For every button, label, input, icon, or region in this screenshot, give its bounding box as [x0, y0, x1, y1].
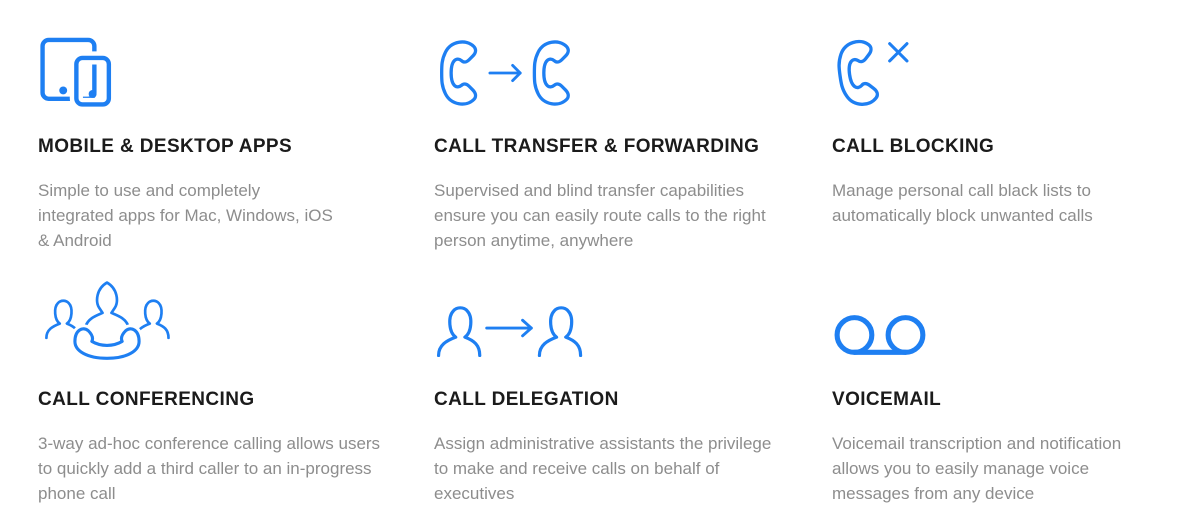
call-conferencing-icon — [38, 281, 394, 367]
feature-description: Manage personal call black lists to auto… — [832, 181, 1093, 225]
feature-call-blocking: CALL BLOCKING Manage personal call black… — [832, 34, 1162, 253]
feature-call-conferencing: CALL CONFERENCING 3-way ad-hoc conferenc… — [38, 281, 394, 506]
feature-call-transfer-forwarding: CALL TRANSFER & FORWARDING Supervised an… — [434, 34, 792, 253]
feature-call-delegation: CALL DELEGATION Assign administrative as… — [434, 287, 792, 506]
feature-title: MOBILE & DESKTOP APPS — [38, 136, 293, 157]
feature-title: CALL CONFERENCING — [38, 389, 255, 410]
feature-description: Assign administrative assistants the pri… — [434, 434, 772, 503]
feature-title: VOICEMAIL — [832, 389, 942, 410]
feature-description: Supervised and blind transfer capabiliti… — [434, 181, 766, 250]
feature-title: CALL TRANSFER & FORWARDING — [434, 136, 760, 157]
feature-description: Simple to use and completely integrated … — [38, 181, 333, 250]
call-delegation-icon — [434, 287, 792, 367]
mobile-desktop-apps-icon — [38, 34, 394, 114]
feature-title: CALL DELEGATION — [434, 389, 619, 410]
features-grid: MOBILE & DESKTOP APPS Simple to use and … — [38, 34, 1162, 506]
voicemail-icon — [832, 287, 1162, 367]
feature-title: CALL BLOCKING — [832, 136, 995, 157]
feature-description: Voicemail transcription and notification… — [832, 434, 1122, 503]
call-transfer-icon — [434, 34, 792, 114]
feature-description: 3-way ad-hoc conference calling allows u… — [38, 434, 381, 503]
feature-voicemail: VOICEMAIL Voicemail transcription and no… — [832, 287, 1162, 506]
feature-mobile-desktop-apps: MOBILE & DESKTOP APPS Simple to use and … — [38, 34, 394, 253]
call-blocking-icon — [832, 34, 1162, 114]
